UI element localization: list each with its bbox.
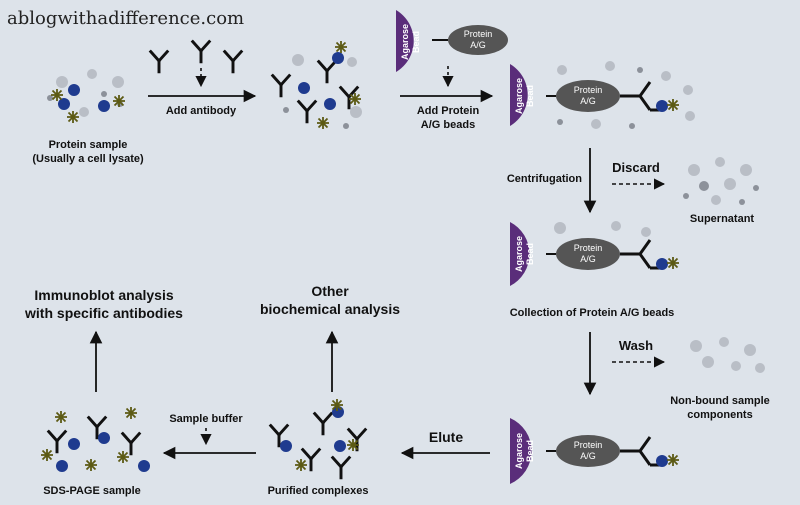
bead-complex-collected: Agarose Bead Protein A/G — [510, 221, 680, 286]
protein-ag-icon — [556, 80, 620, 112]
antigen-star-icon — [330, 398, 344, 412]
svg-text:Agarose: Agarose — [514, 78, 524, 114]
label-add-beads: Add Protein — [417, 105, 480, 117]
agarose-bead-icon — [510, 64, 528, 126]
svg-text:A/G: A/G — [580, 96, 596, 106]
label-protein-sample-sub: (Usually a cell lysate) — [32, 153, 144, 165]
svg-text:Protein: Protein — [574, 85, 603, 95]
label-other-sub: biochemical analysis — [260, 301, 400, 317]
label-add-antibody: Add antibody — [166, 105, 237, 117]
antigen-star-icon — [54, 410, 68, 424]
antigen-star-icon — [84, 458, 98, 472]
bead-label-2: Bead — [411, 31, 421, 53]
antibody-group-added — [149, 40, 243, 74]
antibody-icon — [620, 239, 660, 270]
antibody-icon — [331, 456, 351, 480]
svg-text:A/G: A/G — [580, 451, 596, 461]
antigen-star-icon — [348, 92, 362, 106]
label-centrifugation: Centrifugation — [507, 173, 582, 185]
antigen-star-icon — [112, 94, 126, 108]
antibody-icon — [620, 436, 660, 467]
antigen-star-icon — [50, 88, 64, 102]
antigen-star-icon — [124, 406, 138, 420]
agarose-bead-icon — [510, 222, 530, 286]
label-add-beads-sub: A/G beads — [421, 119, 475, 131]
antigen-star-icon — [294, 458, 308, 472]
agarose-bead-icon — [510, 418, 532, 484]
svg-text:Agarose: Agarose — [514, 433, 524, 469]
antigen-star-icon — [334, 40, 348, 54]
label-protein-sample: Protein sample — [49, 139, 128, 151]
sds-page-cluster — [40, 406, 150, 472]
label-wash: Wash — [619, 338, 653, 353]
antibody-icon — [191, 40, 211, 64]
antibody-icon — [317, 60, 337, 84]
protein-ag-icon — [448, 25, 508, 55]
svg-text:Protein: Protein — [574, 440, 603, 450]
protein-label-1: Protein — [464, 29, 493, 39]
antigen-star-icon — [666, 98, 680, 112]
label-collection: Collection of Protein A/G beads — [510, 307, 675, 319]
antigen-star-icon — [40, 448, 54, 462]
svg-text:Agarose: Agarose — [514, 236, 524, 272]
antibody-icon — [313, 412, 333, 436]
agarose-bead-icon — [396, 10, 414, 72]
antigen-star-icon — [666, 256, 680, 270]
antibody-icon — [271, 74, 291, 98]
antigen-star-icon — [316, 116, 330, 130]
protein-sample-cluster — [47, 69, 126, 124]
label-other: Other — [311, 283, 349, 299]
svg-text:A/G: A/G — [580, 254, 596, 264]
purified-complexes-cluster — [269, 398, 367, 480]
svg-text:Bead: Bead — [525, 243, 535, 265]
antibody-icon — [47, 430, 67, 454]
label-sample-buffer: Sample buffer — [169, 413, 243, 425]
protein-label-2: A/G — [470, 40, 486, 50]
antibody-icon — [620, 81, 660, 112]
svg-text:Bead: Bead — [525, 85, 535, 107]
bead-complex-washed: Agarose Bead Protein A/G — [510, 418, 680, 484]
antigen-star-icon — [66, 110, 80, 124]
label-purified: Purified complexes — [268, 485, 369, 497]
label-discard: Discard — [612, 160, 660, 175]
antibody-icon — [149, 50, 169, 74]
supernatant-cluster — [683, 157, 759, 205]
nonbound-cluster — [690, 337, 765, 373]
antibody-icon — [297, 100, 317, 124]
svg-text:Protein: Protein — [574, 243, 603, 253]
label-nonbound-sub: components — [687, 409, 752, 421]
antigen-star-icon — [116, 450, 130, 464]
antigen-star-icon — [666, 453, 680, 467]
antibody-antigen-mixture — [271, 40, 362, 130]
protein-ag-icon — [556, 435, 620, 467]
label-elute: Elute — [429, 429, 463, 445]
protein-ag-icon — [556, 238, 620, 270]
antibody-icon — [301, 448, 321, 472]
antibody-icon — [121, 432, 141, 456]
label-sds-page: SDS-PAGE sample — [43, 485, 141, 497]
watermark-text: ablogwithadifference.com — [7, 8, 244, 29]
bead-complex-mixture: Agarose Bead Protein A/G — [510, 61, 695, 129]
antigen-star-icon — [346, 438, 360, 452]
label-immunoblot: Immunoblot analysis — [34, 287, 173, 303]
agarose-bead-added: Agarose Bead Protein A/G — [396, 10, 508, 72]
antibody-icon — [223, 50, 243, 74]
svg-text:Bead: Bead — [525, 440, 535, 462]
label-nonbound: Non-bound sample — [670, 395, 770, 407]
label-supernatant: Supernatant — [690, 213, 755, 225]
bead-label-1: Agarose — [400, 24, 410, 60]
label-immunoblot-sub: with specific antibodies — [24, 305, 183, 321]
